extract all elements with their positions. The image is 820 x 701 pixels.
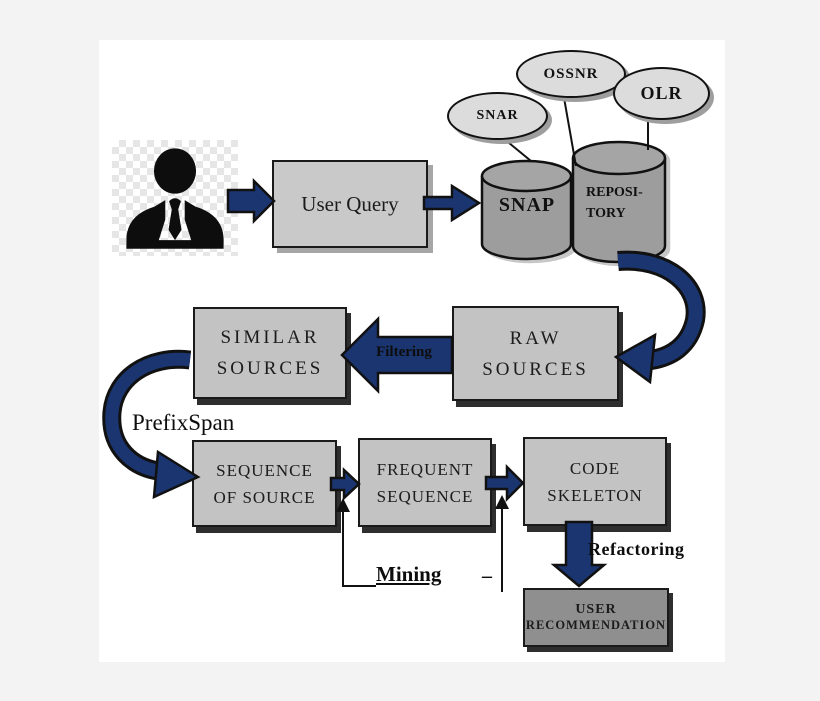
prefixspan-label: PrefixSpan [132,410,235,435]
snar-bubble: SNAR [447,92,548,140]
olr-bubble: OLR [613,67,710,120]
code-skeleton-node: CODE SKELETON [523,437,667,526]
user-query-node: User Query [272,160,428,248]
ossnr-label: OSSNR [543,65,599,82]
user-person-icon [112,140,238,256]
refactoring-label: Refactoring [588,539,685,559]
raw-sources-node: RAW SOURCES [452,306,619,401]
repository-label: REPOSI- TORY [586,185,643,221]
snar-label: SNAR [476,108,519,123]
person-silhouette-icon [126,148,224,249]
user-query-label: User Query [301,191,399,216]
sequence-of-source-node: SEQUENCE OF SOURCE [192,440,337,527]
underscore-mark: _ [482,558,492,580]
similar-sources-node: SIMILAR SOURCES [193,307,347,399]
snap-database-cylinder [479,158,574,268]
ossnr-bubble: OSSNR [516,50,626,98]
frequent-sequence-node: FREQUENT SEQUENCE [358,438,492,527]
snap-label: SNAP [498,194,556,216]
olr-label: OLR [640,83,683,103]
mining-label: Mining [376,562,442,586]
user-recommendation-node: USER RECOMMENDATION [523,588,669,647]
filtering-label: Filtering [376,344,432,360]
